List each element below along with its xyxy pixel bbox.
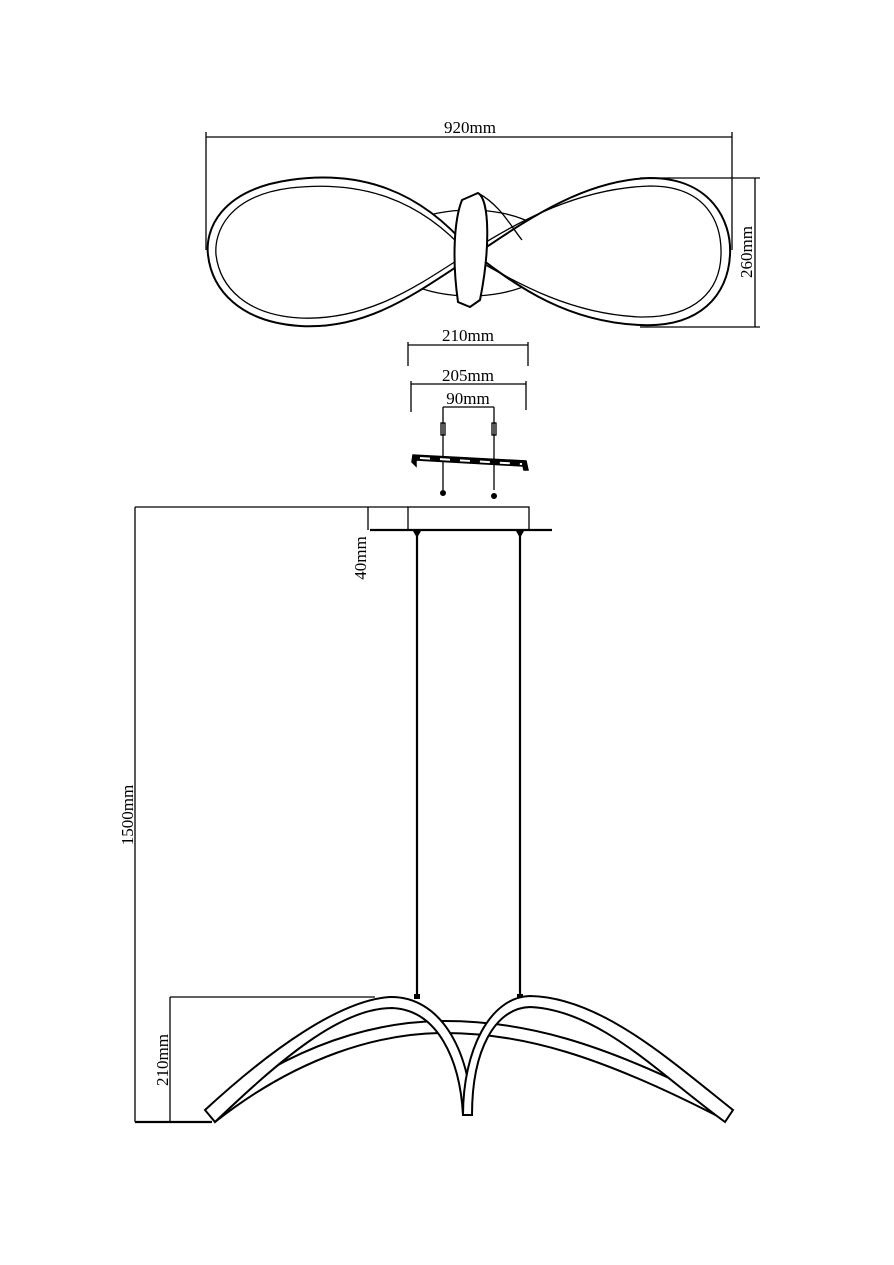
screws [440,407,497,499]
depth-label: 260mm [737,226,756,278]
canopy-details: 210mm 205mm 90mm [407,326,529,499]
canopy-side [407,506,530,531]
bracket-length-dimension: 205mm [410,366,527,412]
mounting-bracket [411,454,529,471]
lamp-height-label: 210mm [153,1034,172,1086]
canopy-diameter-label: 210mm [442,326,494,345]
lamp-height-dimension: 210mm [135,996,375,1124]
total-height-label: 1500mm [118,785,137,845]
lamp-body-side [203,994,735,1124]
canopy-height-label: 40mm [351,536,370,579]
width-dimension: 920mm [205,118,733,250]
width-label: 920mm [444,118,496,137]
screw-spacing-label: 90mm [446,389,489,408]
canopy-height-dimension: 40mm [351,507,370,580]
screw-spacing-dimension: 90mm [443,389,494,408]
bracket-length-label: 205mm [442,366,494,385]
suspension-cables [413,531,524,999]
depth-dimension: 260mm [640,177,760,328]
figure-eight-ring [206,176,732,328]
total-height-dimension: 1500mm [118,507,137,1122]
canopy-diameter-dimension: 210mm [407,326,529,366]
side-view: 40mm 1500mm 210mm [118,506,735,1124]
top-view: 920mm 260mm [205,118,760,328]
